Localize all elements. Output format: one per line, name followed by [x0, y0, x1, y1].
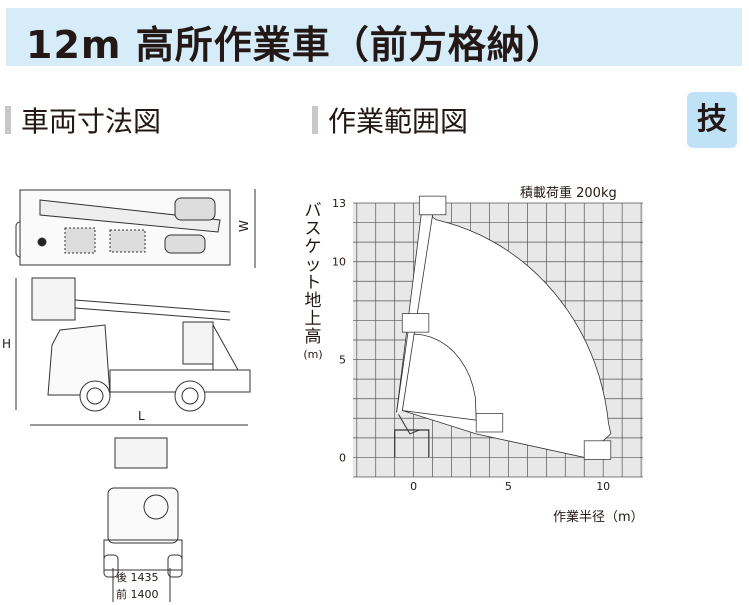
section-heading-work-range: 作業範囲図: [312, 100, 468, 140]
y-axis-label: バスケット地上高(m): [302, 202, 324, 364]
heading-bar: [312, 106, 318, 134]
front-tread: 前 1400: [116, 587, 159, 601]
dimension-w: W: [237, 220, 251, 232]
vehicle-arm: [398, 414, 420, 435]
section-heading-dimensions: 車両寸法図: [5, 100, 161, 140]
vehicle-outrigger: [394, 429, 430, 458]
rear-view: [103, 437, 183, 602]
x-axis-label: 作業半径（m）: [553, 509, 644, 525]
tech-badge: 技: [687, 92, 737, 148]
basket: [418, 195, 447, 216]
y-axis-title: バスケット地上高: [304, 201, 322, 347]
basket: [475, 412, 504, 433]
work-envelope: [401, 214, 612, 458]
x-tick-label: 0: [410, 480, 417, 493]
side-view: [15, 277, 251, 426]
basket: [401, 313, 430, 333]
title-banner: 12m 高所作業車（前方格納）: [6, 8, 742, 67]
section-label: 車両寸法図: [21, 105, 162, 138]
y-tick-label: 5: [339, 354, 346, 367]
page-title: 12m 高所作業車（前方格納）: [26, 23, 565, 67]
dimension-h: H: [2, 337, 11, 351]
section-label: 作業範囲図: [328, 105, 469, 138]
y-tick-label: 0: [339, 451, 346, 464]
y-tick-label: 13: [332, 197, 346, 210]
x-tick-label: 5: [505, 480, 512, 493]
top-view: [15, 189, 256, 268]
vehicle-dimension-drawing: W H L 後 1435 前 1400: [2, 189, 256, 602]
x-tick-label: 10: [596, 480, 610, 493]
heading-bar: [5, 106, 11, 134]
rear-tread: 後 1435: [116, 570, 159, 584]
basket: [583, 440, 612, 460]
dimension-l: L: [138, 409, 145, 423]
load-label: 積載荷重 200kg: [520, 185, 617, 201]
y-axis-unit: (m): [303, 348, 323, 361]
boom-mid: [396, 332, 409, 413]
y-tick-label: 10: [332, 256, 346, 269]
